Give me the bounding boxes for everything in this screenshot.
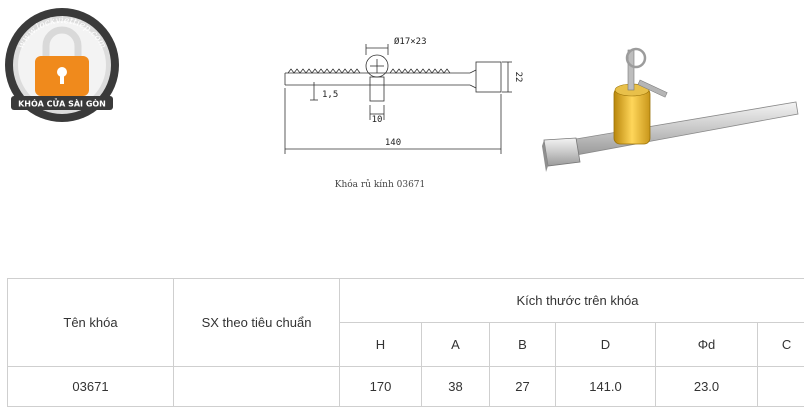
header-dim-h: H (339, 322, 422, 367)
header-dim-b: B (489, 322, 556, 367)
header-dim-a: A (421, 322, 490, 367)
spec-table: Tên khóa SX theo tiêu chuẩn Kích thước t… (7, 278, 804, 407)
cell-dim-d: 141.0 (555, 366, 656, 407)
header-dimensions: Kích thước trên khóa (338, 278, 804, 323)
header-standard: SX theo tiêu chuẩn (173, 278, 340, 367)
cell-dim-c (756, 366, 804, 407)
padlock-icon: www.lockviettiep.com KHÓA CỬA SÀI GÒN (5, 8, 119, 122)
header-dim-d: D (555, 322, 656, 367)
header-lock-name: Tên khóa (7, 278, 174, 367)
cell-lock-name: 03671 (7, 366, 174, 407)
cell-dim-b: 27 (489, 366, 556, 407)
technical-drawing: Ø17×23 22 1,5 10 140 (270, 30, 530, 160)
dim-length: 140 (385, 138, 401, 148)
cell-standard (173, 366, 340, 407)
cell-dim-a: 38 (421, 366, 490, 407)
product-photo (530, 40, 802, 190)
table-row: 03671 170 38 27 141.0 23.0 (7, 366, 804, 407)
dim-width: 10 (372, 115, 383, 125)
logo-tagline: KHÓA CỬA SÀI GÒN (18, 97, 106, 109)
header-dim-phid: Φd (655, 322, 758, 367)
drawing-caption: Khóa rủ kính 03671 (334, 180, 426, 190)
brand-logo: www.lockviettiep.com KHÓA CỬA SÀI GÒN (3, 6, 121, 124)
dim-diameter: Ø17×23 (394, 36, 427, 47)
dim-pitch: 1,5 (322, 90, 338, 100)
cell-dim-h: 170 (339, 366, 422, 407)
cell-dim-phid: 23.0 (655, 366, 758, 407)
dim-height: 22 (513, 72, 523, 83)
header-dim-c: C (756, 322, 804, 367)
